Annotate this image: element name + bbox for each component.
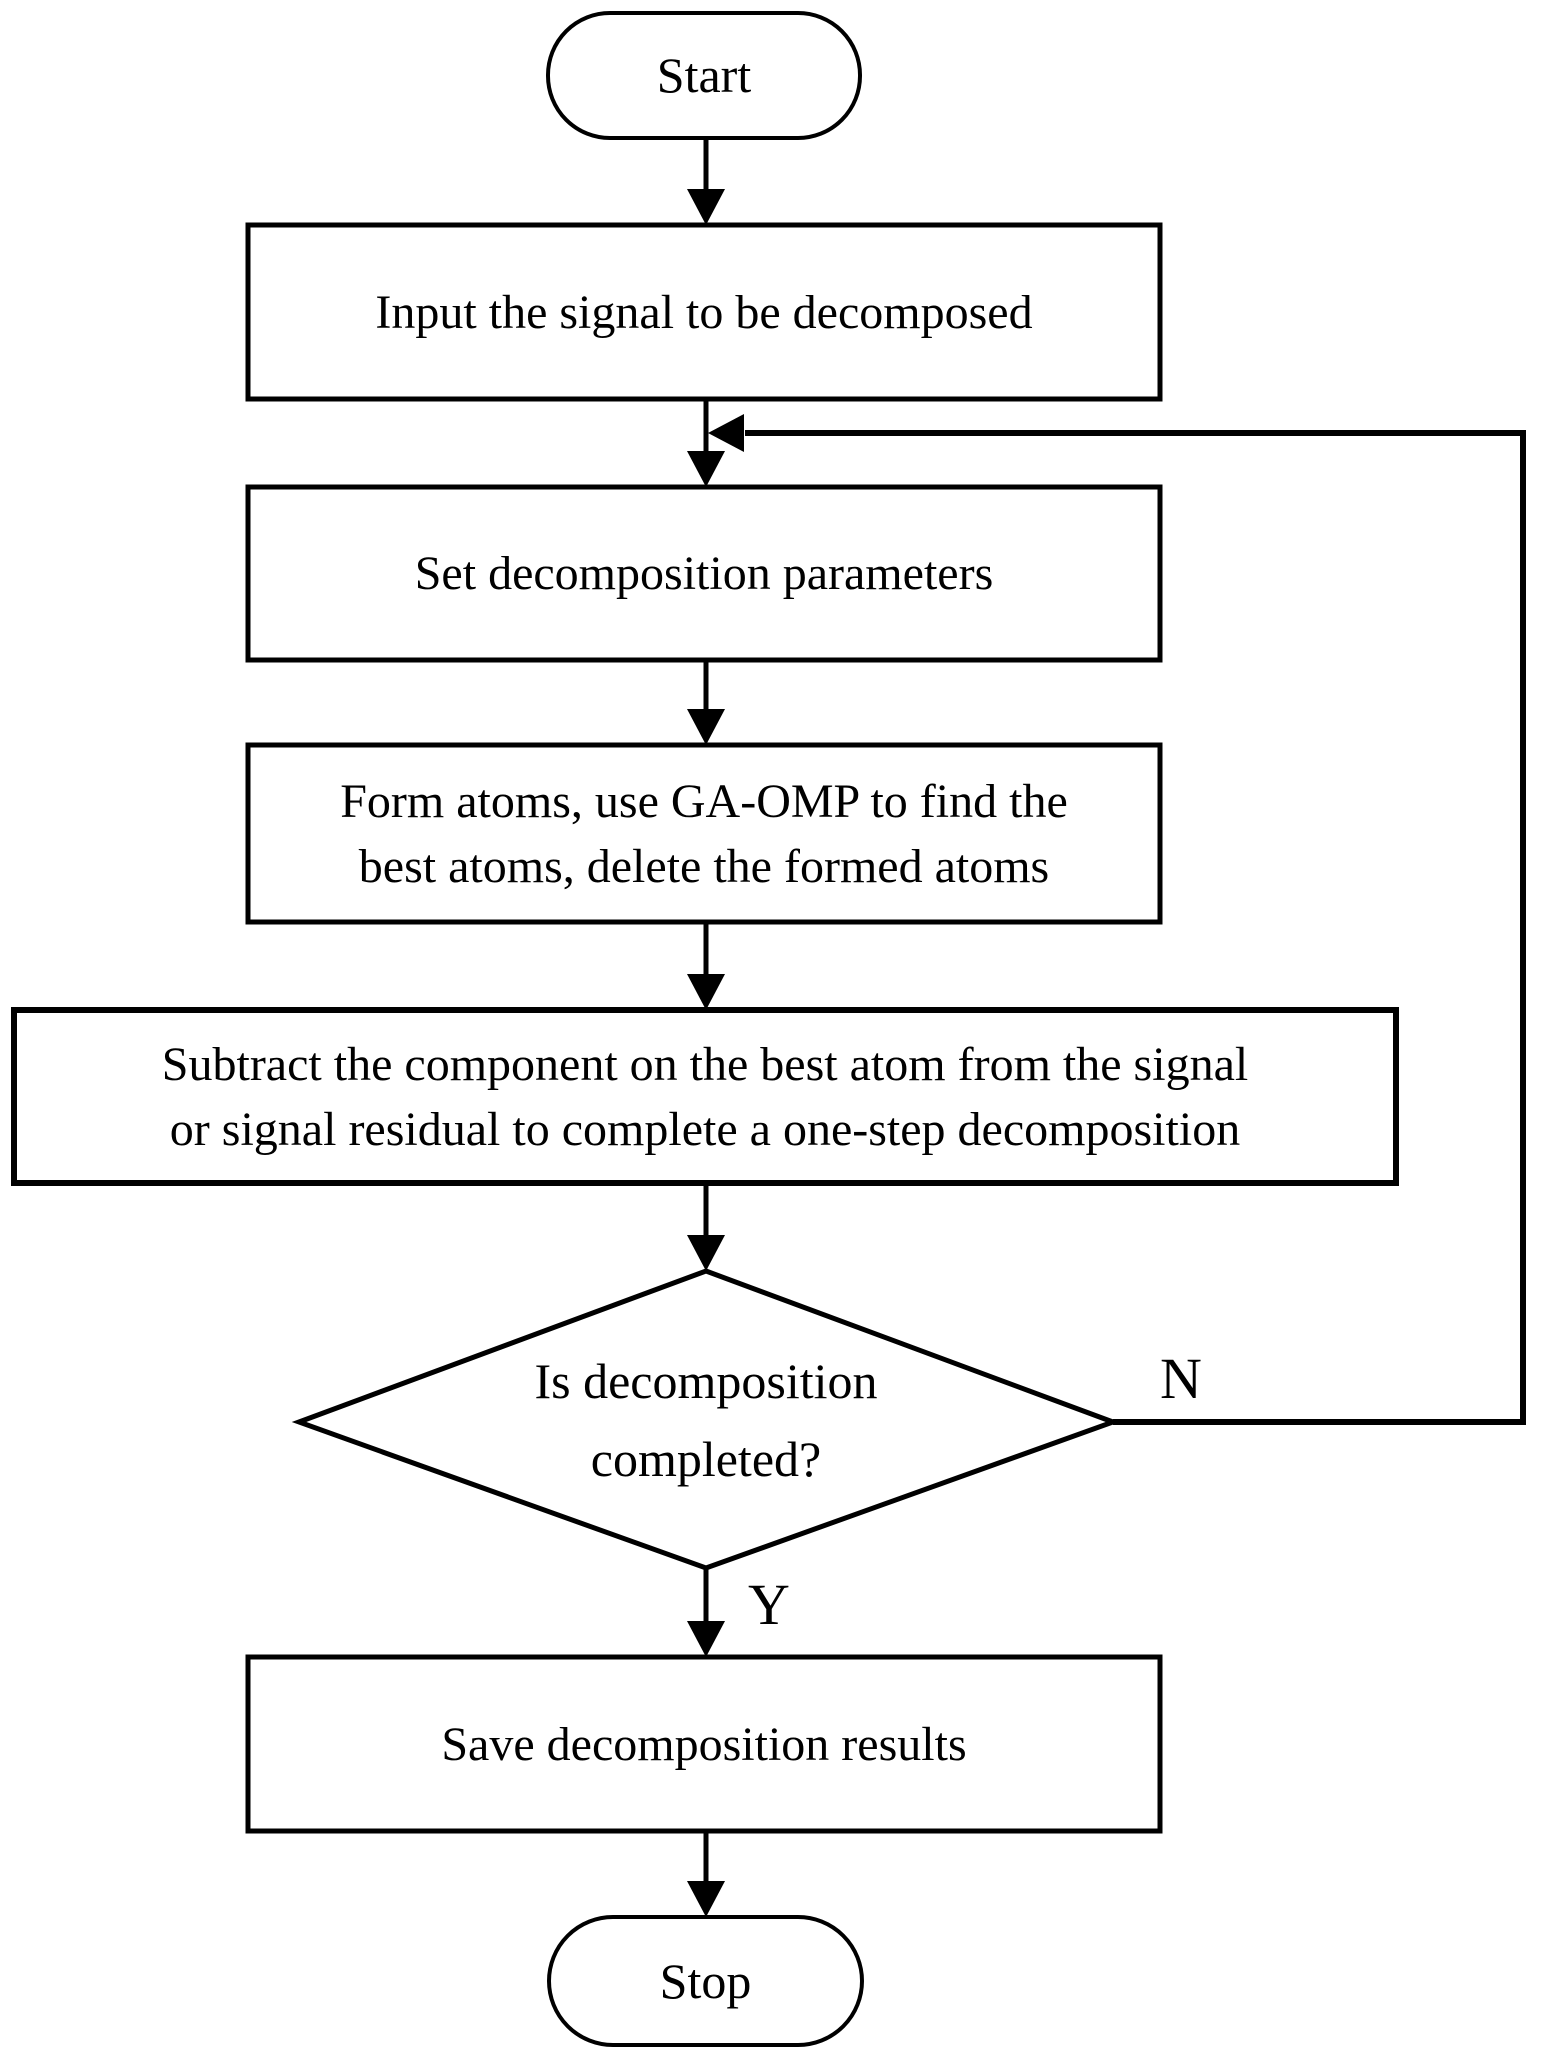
node-set-params: Set decomposition parameters — [248, 487, 1160, 660]
form-atoms-line2: best atoms, delete the formed atoms — [358, 839, 1050, 893]
edge-decision-no-feedback — [745, 430, 1526, 1425]
arrowhead-into-decision — [687, 1235, 725, 1271]
subtract-line2: or signal residual to complete a one-ste… — [169, 1102, 1241, 1156]
decision-line1: Is decomposition — [534, 1352, 878, 1409]
arrowhead-into-save — [687, 1621, 725, 1657]
node-stop: Stop — [549, 1917, 862, 2045]
decision-line2: completed? — [590, 1430, 822, 1487]
stop-terminator-shape — [547, 1915, 864, 2047]
branch-label-no: N — [1160, 1346, 1202, 1411]
save-results-label: Save decomposition results — [441, 1717, 967, 1771]
set-params-process-shape — [245, 484, 1163, 663]
set-params-label: Set decomposition parameters — [414, 547, 994, 600]
connectors — [687, 138, 1526, 1917]
form-atoms-process-shape — [245, 742, 1163, 925]
node-input-signal: Input the signal to be decomposed — [248, 225, 1160, 399]
arrowhead-into-subtract — [687, 974, 725, 1010]
input-signal-process-shape — [245, 222, 1163, 402]
start-label: Start — [656, 47, 752, 103]
node-shapes — [11, 11, 1399, 2047]
arrowhead-into-input — [687, 189, 725, 225]
node-start: Start — [548, 13, 860, 138]
start-terminator-shape — [546, 11, 862, 140]
node-form-atoms: Form atoms, use GA-OMP to find the best … — [248, 745, 1160, 922]
form-atoms-line1: Form atoms, use GA-OMP to find the — [340, 774, 1068, 828]
decision-diamond-shape — [291, 1268, 1121, 1571]
subtract-line1: Subtract the component on the best atom … — [161, 1037, 1249, 1091]
branch-label-yes: Y — [748, 1572, 790, 1637]
save-results-process-shape — [245, 1654, 1163, 1834]
input-signal-label: Input the signal to be decomposed — [375, 285, 1033, 339]
arrowhead-feedback-junction — [708, 414, 744, 452]
node-subtract: Subtract the component on the best atom … — [14, 1010, 1396, 1183]
stop-label: Stop — [659, 1952, 752, 2009]
arrowhead-into-setparams — [687, 451, 725, 487]
arrowhead-into-formatoms — [687, 709, 725, 745]
subtract-process-shape — [11, 1007, 1399, 1186]
arrowhead-into-stop — [687, 1881, 725, 1917]
node-decision: Is decomposition completed? — [299, 1271, 1113, 1568]
node-save-results: Save decomposition results — [248, 1657, 1160, 1831]
